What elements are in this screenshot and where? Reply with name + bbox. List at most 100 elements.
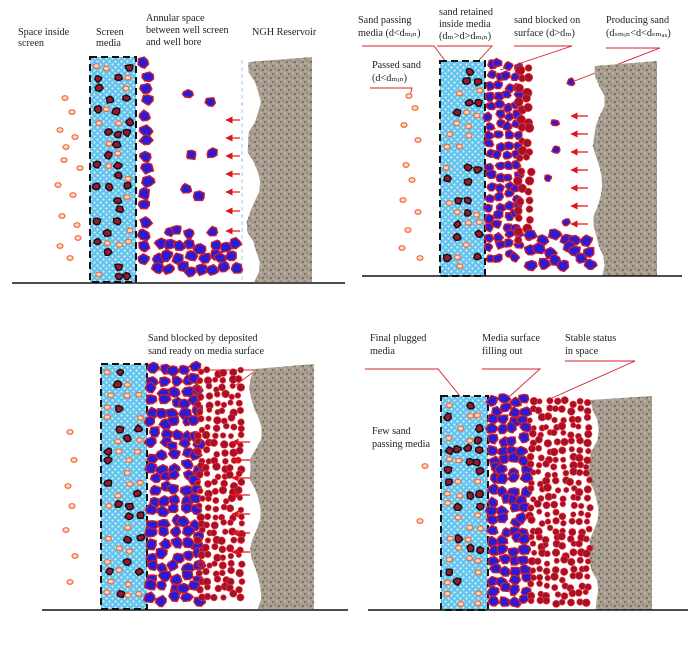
small-sand-particle [70, 457, 78, 463]
blue-sand-particle [507, 471, 520, 483]
blue-sand-particle [493, 231, 505, 243]
blue-sand-particle [217, 260, 231, 273]
retained-sand-particle [474, 229, 485, 239]
blue-sand-particle [511, 159, 522, 170]
blue-sand-particle [486, 182, 497, 192]
red-sand-particle [524, 187, 533, 196]
retained-sand-particle [94, 75, 103, 83]
blue-sand-particle [166, 558, 179, 572]
red-sand-particle [574, 589, 583, 597]
red-sand-particle [204, 583, 211, 591]
small-sand-particle [115, 241, 123, 248]
blue-sand-particle [198, 252, 212, 265]
red-sand-particle [211, 543, 219, 551]
small-sand-particle [442, 164, 450, 171]
small-sand-particle [136, 437, 144, 443]
red-sand-particle [583, 399, 592, 407]
red-sand-particle [227, 552, 235, 560]
red-sand-particle [205, 392, 214, 400]
blue-sand-particle [156, 579, 167, 591]
blue-sand-particle [561, 218, 572, 227]
red-sand-particle [575, 479, 582, 486]
red-sand-particle [221, 389, 230, 399]
red-sand-particle [229, 589, 238, 598]
small-sand-particle [114, 120, 123, 127]
blue-sand-particle [487, 594, 500, 607]
retained-sand-particle [111, 107, 121, 116]
blue-sand-particle [501, 89, 512, 99]
red-sand-particle [228, 433, 234, 439]
blue-sand-particle [172, 239, 187, 252]
blue-sand-particle [183, 266, 197, 278]
blue-sand-particle [517, 501, 530, 513]
blue-sand-particle [192, 190, 206, 202]
red-sand-particle [586, 504, 594, 512]
blue-sand-particle [140, 94, 154, 106]
red-sand-particle [583, 438, 592, 448]
blue-sand-particle [178, 437, 191, 450]
red-sand-particle [197, 487, 204, 495]
red-sand-particle [235, 551, 242, 558]
red-sand-particle [542, 460, 550, 468]
retained-sand-particle [444, 446, 454, 456]
blue-sand-particle [158, 537, 172, 550]
retained-sand-particle [122, 535, 133, 544]
blue-sand-particle [491, 253, 503, 264]
blue-sand-particle [139, 162, 155, 175]
red-sand-particle [583, 407, 592, 415]
red-sand-particle [576, 436, 584, 445]
red-sand-particle [195, 408, 204, 416]
red-sand-particle [204, 550, 212, 559]
small-sand-particle [474, 569, 482, 576]
small-sand-particle [62, 144, 70, 150]
red-sand-particle [201, 430, 211, 440]
red-sand-particle [586, 476, 593, 484]
blue-sand-particle [502, 61, 514, 72]
red-sand-particle [227, 413, 236, 422]
small-sand-particle [123, 194, 131, 200]
red-sand-particle [542, 567, 551, 575]
small-sand-particle [416, 518, 424, 524]
red-sand-particle [544, 511, 551, 518]
red-sand-particle [528, 429, 537, 438]
small-sand-particle [400, 122, 408, 128]
red-sand-particle [551, 476, 560, 485]
blue-sand-particle [483, 242, 494, 253]
retained-sand-particle [103, 247, 113, 257]
red-sand-particle [210, 529, 218, 537]
red-sand-particle [583, 494, 591, 502]
retained-sand-particle [134, 567, 145, 577]
small-sand-particle [126, 227, 134, 234]
red-sand-particle [576, 468, 584, 477]
red-sand-particle [526, 452, 535, 461]
blue-sand-particle [139, 82, 153, 95]
retained-sand-particle [122, 128, 132, 138]
red-sand-particle [583, 518, 591, 525]
red-sand-particle [565, 477, 575, 486]
retained-sand-particle [472, 252, 483, 261]
red-sand-particle [543, 483, 552, 492]
red-sand-particle [230, 423, 238, 431]
blue-sand-particle [499, 596, 511, 607]
blue-sand-particle [495, 512, 509, 524]
red-sand-particle [214, 473, 222, 481]
small-sand-particle [68, 109, 76, 115]
small-sand-particle [103, 404, 111, 411]
small-sand-particle [102, 106, 110, 113]
red-sand-particle [559, 576, 566, 584]
red-sand-particle [234, 392, 242, 399]
blue-sand-particle [179, 591, 195, 603]
retained-sand-particle [136, 533, 146, 542]
small-sand-particle [466, 412, 475, 419]
blue-sand-particle [497, 423, 510, 435]
blue-sand-particle [192, 242, 207, 255]
blue-sand-particle [498, 453, 511, 465]
small-sand-particle [411, 105, 419, 111]
blue-sand-particle [508, 583, 520, 597]
blue-sand-particle [144, 526, 158, 538]
retained-sand-particle [465, 67, 475, 76]
red-sand-particle [578, 510, 585, 517]
small-sand-particle [126, 481, 134, 488]
red-sand-particle [220, 401, 228, 409]
label-pointer-line [482, 368, 542, 397]
